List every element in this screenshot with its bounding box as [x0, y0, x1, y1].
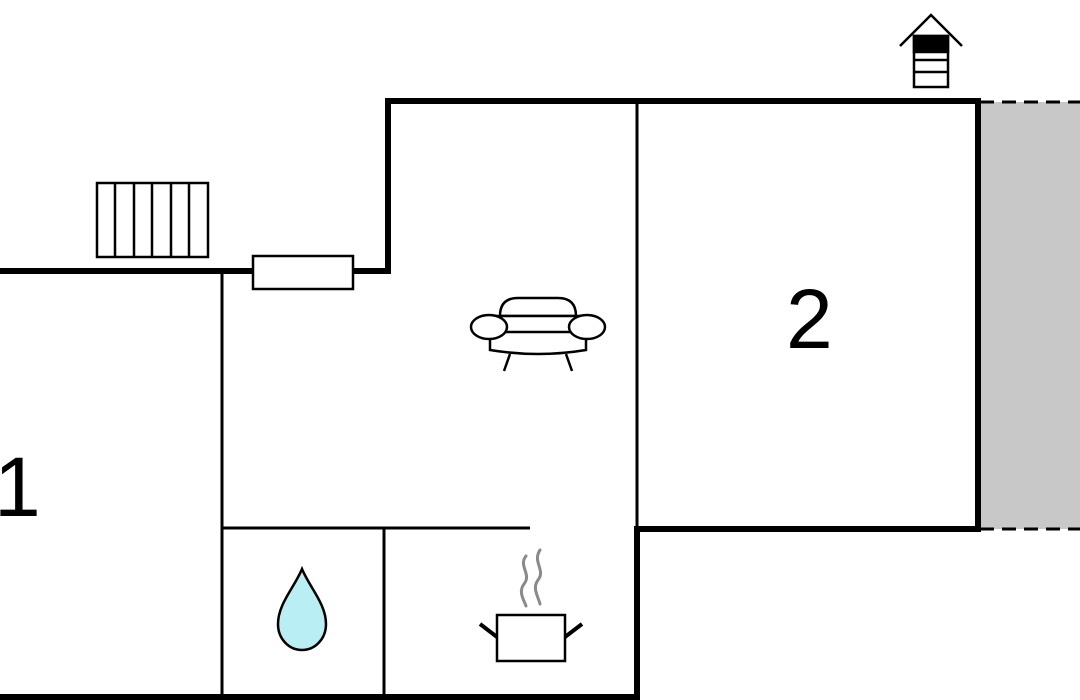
sofa-icon: [469, 296, 607, 372]
exterior-walls: [0, 98, 981, 700]
cooking-pot-icon: [478, 548, 584, 663]
chimney-icon: [899, 13, 963, 89]
radiator-icon: [95, 181, 210, 259]
terrace-area: [980, 100, 1080, 531]
interior-walls: [220, 104, 639, 697]
water-drop-icon: [276, 565, 328, 652]
room-2-label: 2: [786, 272, 833, 366]
room-1-label: 1: [0, 440, 41, 534]
wall-heater-icon: [251, 254, 355, 291]
